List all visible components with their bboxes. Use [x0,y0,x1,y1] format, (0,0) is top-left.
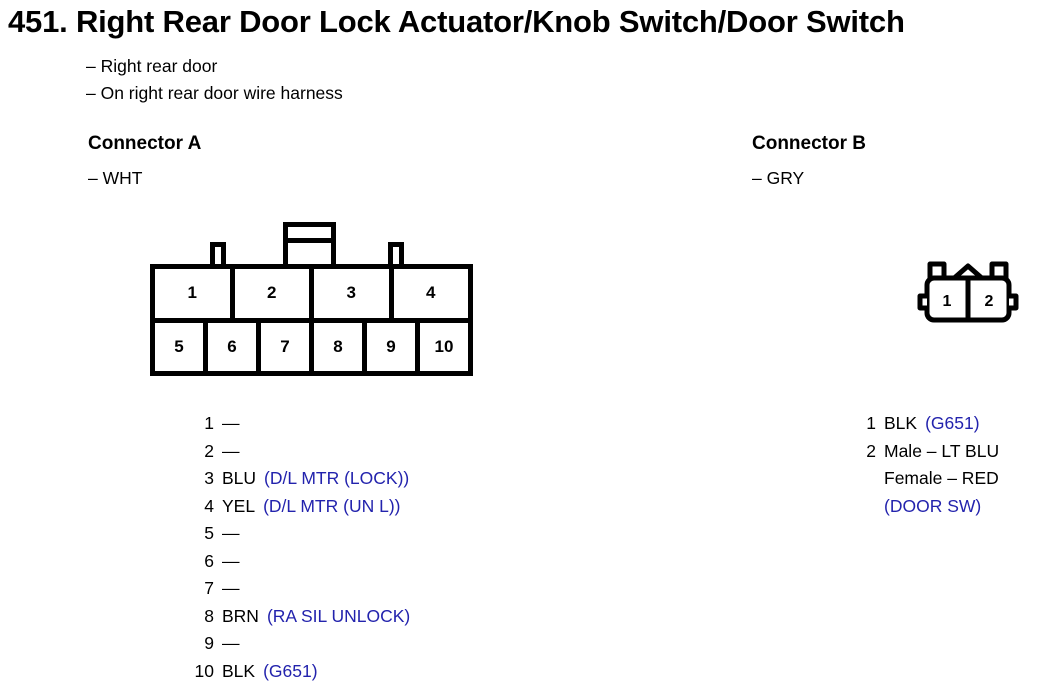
connector-b-heading: Connector B [752,133,866,154]
connector-a-pin-cell: 9 [367,322,420,371]
pin-number: 10 [194,660,214,681]
connector-a-pin-cell: 2 [235,269,314,318]
pin-row: 10 BLK (G651) [188,658,410,686]
connector-latch-bar [288,238,331,243]
pin-number: 5 [204,523,214,543]
connector-a-pin-cell: 3 [314,269,394,318]
pin-number: 6 [204,550,214,571]
pin-row: 6 — [188,548,410,576]
pin-row: 5 — [188,520,410,548]
pin-circuit-label: (D/L MTR (LOCK)) [264,468,410,488]
pin-circuit-label: (RA SIL UNLOCK) [266,605,411,626]
pin-dash: — [222,578,240,598]
page-title: 451. Right Rear Door Lock Actuator/Knob … [8,4,905,39]
connector-b-pin-label: 1 [943,293,952,310]
pin-row-continuation: Female – RED [864,465,999,493]
connector-a-pin-cell: 1 [155,269,235,318]
connector-a-pin-cell: 10 [434,336,454,356]
page-notes: – Right rear door – On right rear door w… [86,53,343,107]
pin-wire-color: YEL [222,495,256,516]
pin-row: 2 — [188,438,410,466]
connector-a-bottom-row: 5 6 7 8 9 10 [155,322,468,371]
connector-a-pin-list: 1 — 2 — 3 BLU (D/L MTR (LOCK)) 4 YEL (D/… [188,410,411,686]
pin-dash: — [222,440,240,461]
pin-number: 1 [866,413,876,433]
connector-a-pin-cell: 7 [261,322,314,371]
pin-row: 2 Male – LT BLU [864,438,999,466]
pin-number: 9 [204,633,214,653]
connector-a-pin-cell: 6 [208,322,261,371]
pin-row: 1 BLK (G651) [864,410,999,438]
pin-dash: — [222,413,240,433]
connector-a-body: 1 2 3 4 5 6 7 8 9 10 [150,264,473,376]
pin-dash: — [222,523,240,543]
pin-number: 4 [204,495,214,516]
pin-row: 9 — [188,630,410,658]
pin-row: 3 BLU (D/L MTR (LOCK)) [188,465,410,493]
pin-number: 1 [204,413,214,433]
pin-dash: — [222,633,240,653]
connector-a-diagram: 1 2 3 4 5 6 7 8 9 10 [150,222,473,376]
pin-wire-color: BLK [222,660,256,681]
connector-a-top-row: 1 2 3 4 [155,269,468,323]
connector-a-color-note: – WHT [88,168,143,188]
pin-row: 8 BRN (RA SIL UNLOCK) [188,603,410,631]
pin-row: 4 YEL (D/L MTR (UN L)) [188,493,410,521]
pin-wire-color: Male – LT BLU [884,440,1000,461]
pin-number: 7 [204,578,214,598]
connector-latch-center-icon [283,222,336,264]
connector-a-pin-cell: 5 [155,322,208,371]
pin-row-continuation: (DOOR SW) [864,493,999,521]
pin-wire-color: BRN [222,605,259,626]
connector-tab-left-icon [210,242,226,264]
pin-wire-color: Female – RED [884,468,999,488]
page-note-1: – On right rear door wire harness [86,83,343,103]
connector-a-pin-cell: 4 [426,283,436,303]
pin-wire-color: BLK [884,413,918,433]
pin-dash: — [222,550,240,571]
pin-circuit-label: (DOOR SW) [884,495,982,516]
connector-b-color-note: – GRY [752,168,805,188]
connector-b-pin-list: 1 BLK (G651) 2 Male – LT BLU Female – RE… [864,410,999,520]
pin-number: 2 [204,440,214,461]
pin-circuit-label: (D/L MTR (UN L)) [263,495,401,516]
connector-b-diagram: 1 2 [916,258,1020,326]
page-note-0: – Right rear door [86,56,218,76]
connector-b-pin-label: 2 [985,293,994,310]
connector-a-top-features [150,222,473,264]
pin-circuit-label: (G651) [925,413,980,433]
connector-a-heading: Connector A [88,133,202,154]
connector-b-shape-icon: 1 2 [917,261,1019,323]
pin-wire-color: BLU [222,468,257,488]
connector-a-pin-cell: 8 [314,322,367,371]
pin-number: 2 [866,440,876,461]
pin-number: 8 [204,605,214,626]
pin-number: 3 [204,468,214,488]
pin-row: 1 — [188,410,410,438]
connector-tab-right-icon [388,242,404,264]
pin-row: 7 — [188,575,410,603]
pin-circuit-label: (G651) [263,660,318,681]
